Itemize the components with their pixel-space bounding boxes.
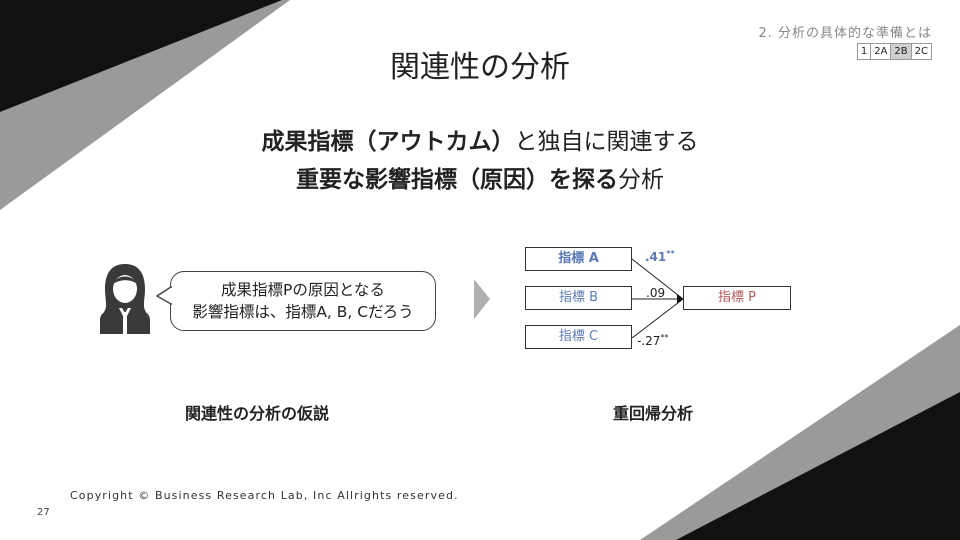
- coef-c: -.27**: [637, 333, 668, 348]
- coef-b: .09: [646, 286, 666, 300]
- right-caption: 重回帰分析: [613, 404, 694, 423]
- bubble-line-2: 影響指標は、指標A, B, Cだろう: [192, 303, 414, 321]
- bottom-right-black-triangle: [676, 392, 960, 540]
- hypothesis-speech-bubble: 成果指標Pの原因となる 影響指標は、指標A, B, Cだろう: [170, 271, 436, 331]
- indicator-b-box: 指標 B: [525, 286, 632, 310]
- headline-line-1: 成果指標（アウトカム）と独自に関連する: [0, 122, 960, 156]
- regression-paths: [631, 258, 684, 339]
- copyright-text: Copyright © Business Research Lab, Inc A…: [70, 489, 459, 502]
- nav-tab-2b[interactable]: 2B: [891, 44, 912, 59]
- headline-1-bold: 成果指標（アウトカム）: [261, 129, 515, 155]
- nav-tab-2a[interactable]: 2A: [871, 44, 892, 59]
- indicator-c-box: 指標 C: [525, 325, 632, 349]
- nav-tab-1[interactable]: 1: [858, 44, 872, 59]
- section-label: 2. 分析の具体的な準備とは: [758, 26, 932, 41]
- page-number: 27: [37, 507, 50, 518]
- nav-tab-2c[interactable]: 2C: [914, 46, 928, 57]
- headline-line-2: 重要な影響指標（原因）を探る分析: [0, 160, 960, 194]
- coef-a-sig: **: [666, 249, 675, 258]
- left-caption: 関連性の分析の仮説: [185, 404, 330, 423]
- coef-a-value: .41: [645, 250, 667, 264]
- headline-2-bold: 重要な影響指標（原因）を探る: [296, 167, 618, 193]
- indicator-p-box: 指標 P: [683, 286, 791, 310]
- bubble-tail: [156, 286, 173, 306]
- headline-2-rest: 分析: [618, 167, 664, 193]
- coef-c-sig: **: [660, 333, 669, 342]
- bubble-line-1: 成果指標Pの原因となる: [221, 281, 385, 299]
- indicator-a-box: 指標 A: [525, 247, 632, 271]
- top-left-black-triangle: [0, 0, 282, 112]
- transition-arrow-icon: [474, 279, 490, 319]
- coef-a: .41**: [645, 249, 675, 264]
- slide-title: 関連性の分析: [390, 50, 570, 85]
- headline-1-rest: と独自に関連する: [514, 129, 699, 155]
- coef-c-value: -.27: [637, 334, 661, 348]
- businesswoman-icon: [100, 264, 150, 334]
- section-nav: 1 2A 2B 2C: [856, 43, 932, 60]
